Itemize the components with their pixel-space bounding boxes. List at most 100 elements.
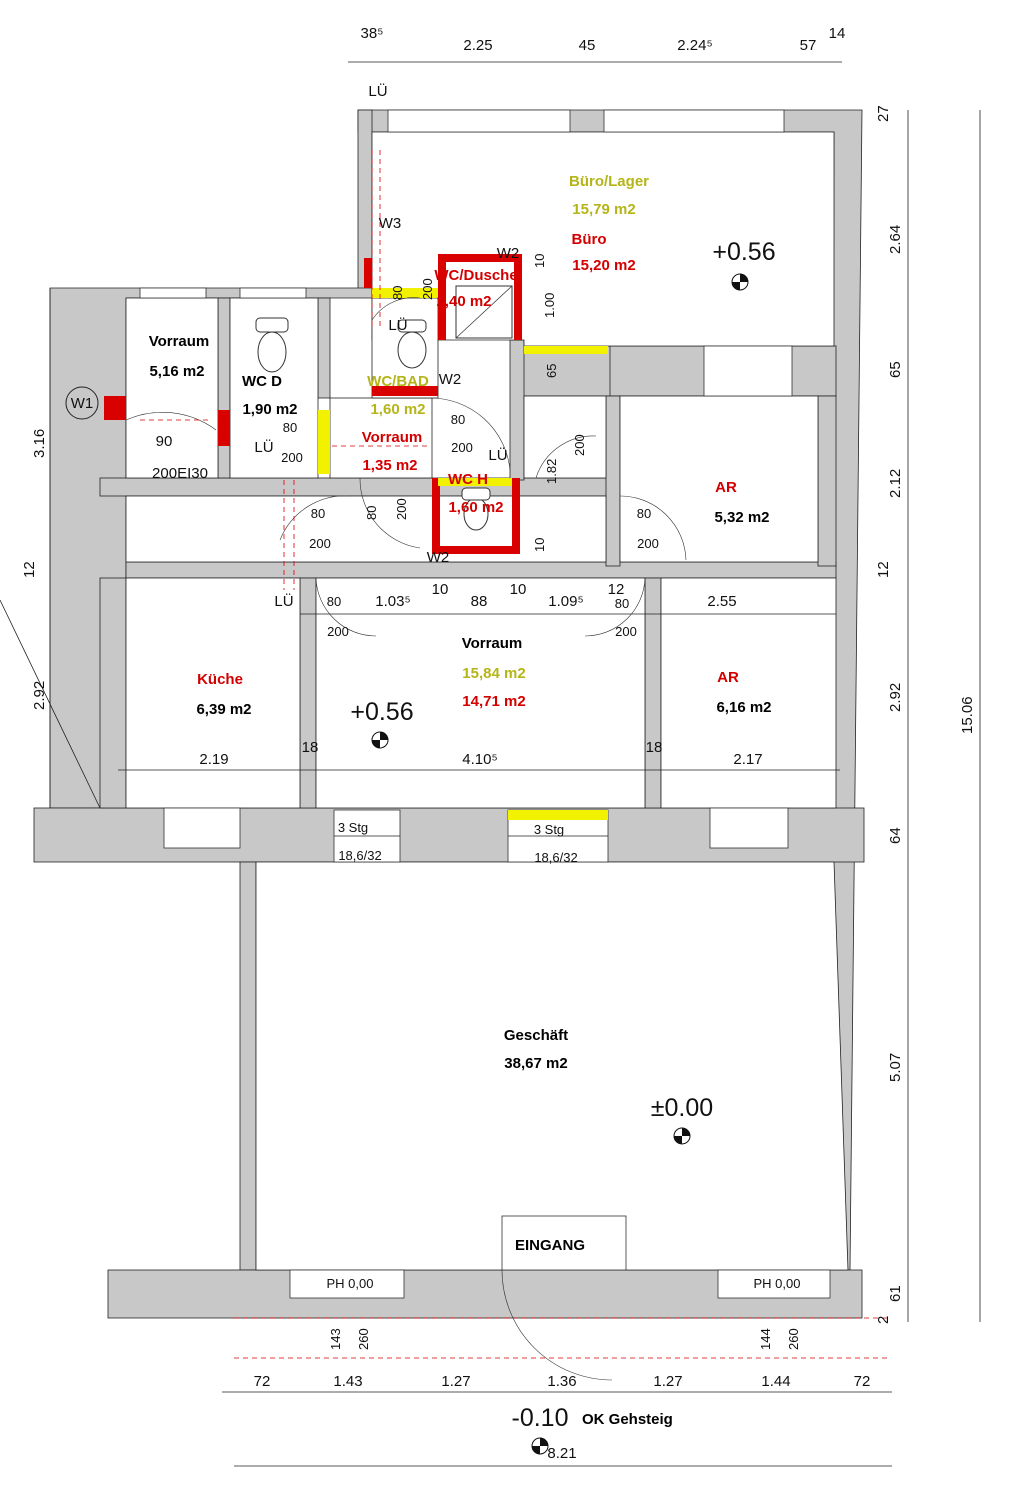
tag-lue-wch: LÜ — [488, 446, 507, 464]
dim-right-5: 12 — [875, 561, 892, 578]
tag-lue-wcd: LÜ — [254, 438, 273, 456]
shower-tray — [455, 285, 513, 339]
dim-top-1: 38⁵ — [361, 25, 384, 42]
dim-10-a: 10 — [532, 254, 547, 268]
dim-top-5: 57 — [800, 37, 817, 54]
level-marker-icon — [531, 1437, 549, 1455]
dim-int-4: 10 — [510, 581, 527, 598]
toilet-icon-wcbad — [397, 319, 427, 369]
dim-144: 144 — [758, 1328, 773, 1350]
room-vorraum-top-name: Vorraum — [149, 333, 210, 350]
dim-10-b: 10 — [532, 538, 547, 552]
room-buero-name: Büro — [572, 231, 607, 248]
room-ar-mid-name: AR — [717, 669, 739, 686]
dim-bottom-4: 1.36 — [547, 1373, 576, 1390]
dim-right-9: 61 — [887, 1285, 904, 1302]
door-200-wch: 200 — [394, 498, 409, 520]
door-200-ar-mid: 200 — [615, 624, 637, 639]
labels: 38⁵ 2.25 45 2.24⁵ 57 14 LÜ W3 W2 Büro/La… — [21, 25, 976, 1462]
dim-260-right: 260 — [786, 1328, 801, 1350]
door-200-dusche: 200 — [420, 278, 435, 300]
dim-65-local: 65 — [544, 364, 559, 378]
door-200-ar-side: 200 — [572, 434, 587, 456]
windows — [139, 109, 831, 1299]
room-vorraum-small-area: 1,35 m2 — [362, 457, 417, 474]
dim-100: 1.00 — [542, 293, 557, 318]
door-80-bad: 80 — [451, 412, 465, 427]
dim-bottom-1: 72 — [254, 1373, 271, 1390]
door-80-kueche: 80 — [327, 594, 341, 609]
dim-int-r2-2: 18 — [302, 739, 319, 756]
dim-int-r2-1: 2.19 — [199, 751, 228, 768]
dim-top-2: 2.25 — [463, 37, 492, 54]
dim-bottom-5: 1.27 — [653, 1373, 682, 1390]
level-markers — [371, 273, 749, 1455]
toilet-icon-wcd — [255, 317, 289, 373]
tag-w3: W3 — [379, 215, 402, 232]
dim-total-right: 15.06 — [959, 696, 976, 734]
level-street-label: OK Gehsteig — [582, 1411, 673, 1428]
dim-int-3: 88 — [471, 593, 488, 610]
dim-int-5: 1.09⁵ — [548, 593, 583, 610]
dim-260-left: 260 — [356, 1328, 371, 1350]
room-buero-area: 15,20 m2 — [572, 257, 635, 274]
dim-top-3: 45 — [579, 37, 596, 54]
rooms — [125, 131, 849, 1271]
tag-lue-kueche: LÜ — [274, 592, 293, 610]
dim-right-10: 2 — [875, 1316, 892, 1324]
fire-elements — [104, 254, 608, 554]
door-80-wch: 80 — [364, 506, 379, 520]
level-shop: ±0.00 — [651, 1094, 713, 1122]
door-80-ar-mid: 80 — [615, 596, 629, 611]
stairs-left-ratio: 18,6/32 — [338, 848, 381, 863]
dim-143: 143 — [328, 1328, 343, 1350]
toilet-icon-wch — [461, 487, 491, 531]
room-wcd-name: WC D — [242, 373, 282, 390]
room-kueche-name: Küche — [197, 671, 243, 688]
dim-bottom-2: 1.43 — [333, 1373, 362, 1390]
dim-right-2: 2.64 — [887, 225, 904, 254]
door-80-ar: 80 — [637, 506, 651, 521]
level-marker-icon — [673, 1127, 691, 1145]
w1-marker-icon — [65, 386, 99, 420]
room-vorraum-top-area: 5,16 m2 — [149, 363, 204, 380]
dim-bottom-7: 72 — [854, 1373, 871, 1390]
dim-total-bottom: 8.21 — [547, 1445, 576, 1462]
room-geschaeft-area: 38,67 m2 — [504, 1055, 567, 1072]
dim-int-1: 1.03⁵ — [375, 593, 410, 610]
door-swings — [125, 297, 687, 1381]
room-vorraum-small-name: Vorraum — [362, 429, 423, 446]
level-street: -0.10 — [512, 1404, 569, 1432]
dim-int-r2-4: 18 — [646, 739, 663, 756]
tag-w1: W1 — [71, 395, 94, 412]
level-upper-hall: +0.56 — [350, 698, 413, 726]
tag-w2-top: W2 — [497, 245, 520, 262]
door-200ei: 200EI30 — [152, 465, 208, 482]
dim-right-7: 64 — [887, 827, 904, 844]
room-kueche-area: 6,39 m2 — [196, 701, 251, 718]
dim-int-r2-3: 4.10⁵ — [462, 751, 497, 768]
room-wch-name: WC H — [448, 471, 488, 488]
room-wc-bad-name: WC/BAD — [367, 373, 429, 390]
room-buero-lager-name: Büro/Lager — [569, 173, 649, 190]
level-upper-office: +0.56 — [712, 238, 775, 266]
door-200-kueche: 200 — [327, 624, 349, 639]
dim-bottom-6: 1.44 — [761, 1373, 790, 1390]
stairs — [333, 809, 609, 863]
room-vorraum-main-name: Vorraum — [462, 635, 523, 652]
room-ar-mid-area: 6,16 m2 — [716, 699, 771, 716]
door-200-bad: 200 — [451, 440, 473, 455]
dim-int-6: 12 — [608, 581, 625, 598]
stairs-right-count: 3 Stg — [534, 822, 564, 837]
room-wch-area: 1,60 m2 — [448, 499, 503, 516]
stairs-left-count: 3 Stg — [338, 820, 368, 835]
toilets — [255, 285, 513, 531]
dim-182: 1.82 — [544, 459, 559, 484]
door-200-ar: 200 — [637, 536, 659, 551]
tag-w2-bad: W2 — [439, 371, 462, 388]
room-geschaeft-name: Geschäft — [504, 1027, 568, 1044]
room-wc-dusche-area: 2,40 m2 — [436, 293, 491, 310]
room-vorraum-main-area-new: 14,71 m2 — [462, 693, 525, 710]
door-90: 90 — [156, 433, 173, 450]
door-80-corr: 80 — [311, 506, 325, 521]
